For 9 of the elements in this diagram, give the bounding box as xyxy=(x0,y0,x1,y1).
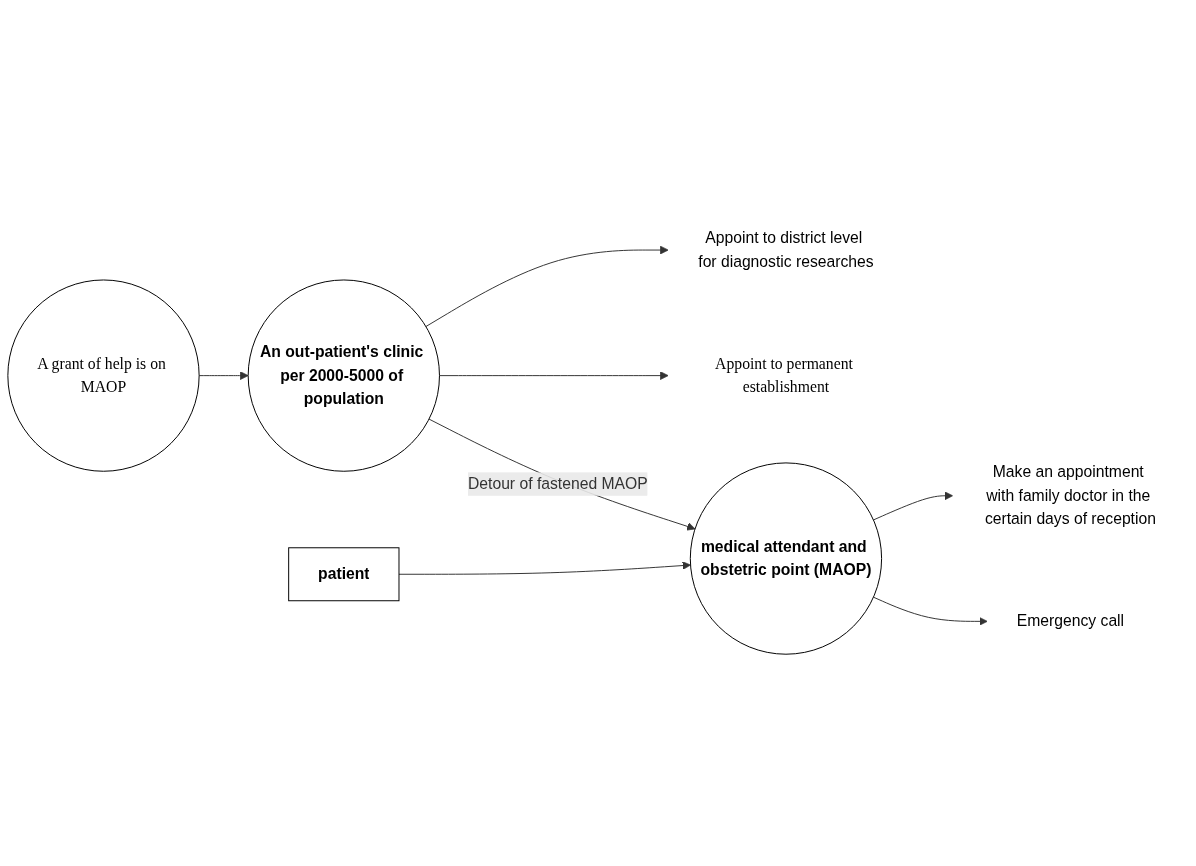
node-text: Appoint to district level for diagnostic researches xyxy=(698,229,874,270)
node-text: Appoint to permanent establishment xyxy=(715,355,853,396)
edge-label: Detour of fastened MAOP xyxy=(467,475,648,492)
node-circle: A grant of help is on MAOP xyxy=(7,279,200,472)
node-circle: An out-patient's clinic per 2000-5000 of population xyxy=(247,279,440,472)
node-text: Emergency call xyxy=(1016,612,1125,630)
node-text: Make an appointment with family doctor in the certain days of reception xyxy=(984,463,1156,528)
node-box: patient xyxy=(288,547,400,602)
node-circle: medical attendant and obstetric point (MAOP) xyxy=(689,462,883,655)
